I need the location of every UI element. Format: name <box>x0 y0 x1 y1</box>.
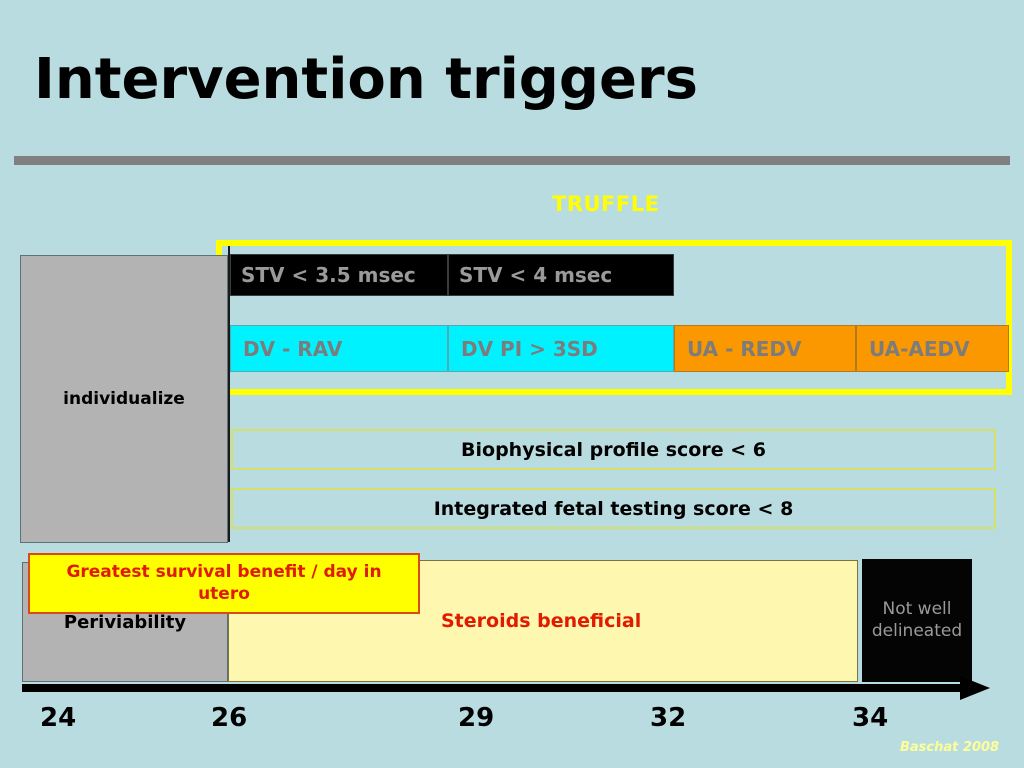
axis-tick-24: 24 <box>40 703 77 733</box>
doppler-cell-dv-rav: DV - RAV <box>230 325 448 372</box>
doppler-cell-ua-redv: UA - REDV <box>674 325 856 372</box>
page-title: Intervention triggers <box>34 47 698 112</box>
credit-text: Baschat 2008 <box>900 740 1000 755</box>
stv-cell-2: STV < 4 msec <box>448 254 674 296</box>
axis-tick-26: 26 <box>211 703 248 733</box>
steroids-beneficial-label: Steroids beneficial <box>441 610 642 632</box>
axis-tick-29: 29 <box>458 703 495 733</box>
individualize-box: individualize <box>20 255 228 543</box>
axis-tick-34: 34 <box>852 703 889 733</box>
title-divider <box>14 156 1010 165</box>
axis-tick-32: 32 <box>650 703 687 733</box>
axis-arrow-icon <box>960 676 990 700</box>
doppler-cell-ua-aedv: UA-AEDV <box>856 325 1009 372</box>
doppler-cell-dv-pi: DV PI > 3SD <box>448 325 674 372</box>
axis-tick-labels: 24 26 29 32 34 <box>0 703 1024 743</box>
integrated-fetal-testing-score-box: Integrated fetal testing score < 8 <box>231 488 996 529</box>
not-well-delineated-box: Not well delineated <box>862 559 972 682</box>
survival-benefit-callout: Greatest survival benefit / day in utero <box>28 553 420 614</box>
doppler-criteria-row: DV - RAV DV PI > 3SD UA - REDV UA-AEDV <box>230 325 1009 372</box>
stv-cell-1: STV < 3.5 msec <box>230 254 448 296</box>
biophysical-profile-score-box: Biophysical profile score < 6 <box>231 429 996 470</box>
not-well-delineated-label: Not well delineated <box>871 599 963 641</box>
stv-criteria-row: STV < 3.5 msec STV < 4 msec <box>230 254 674 296</box>
gestational-age-axis-line <box>22 684 972 692</box>
grid-left-rule <box>228 246 230 542</box>
truffle-label: TRUFFLE <box>552 192 660 216</box>
